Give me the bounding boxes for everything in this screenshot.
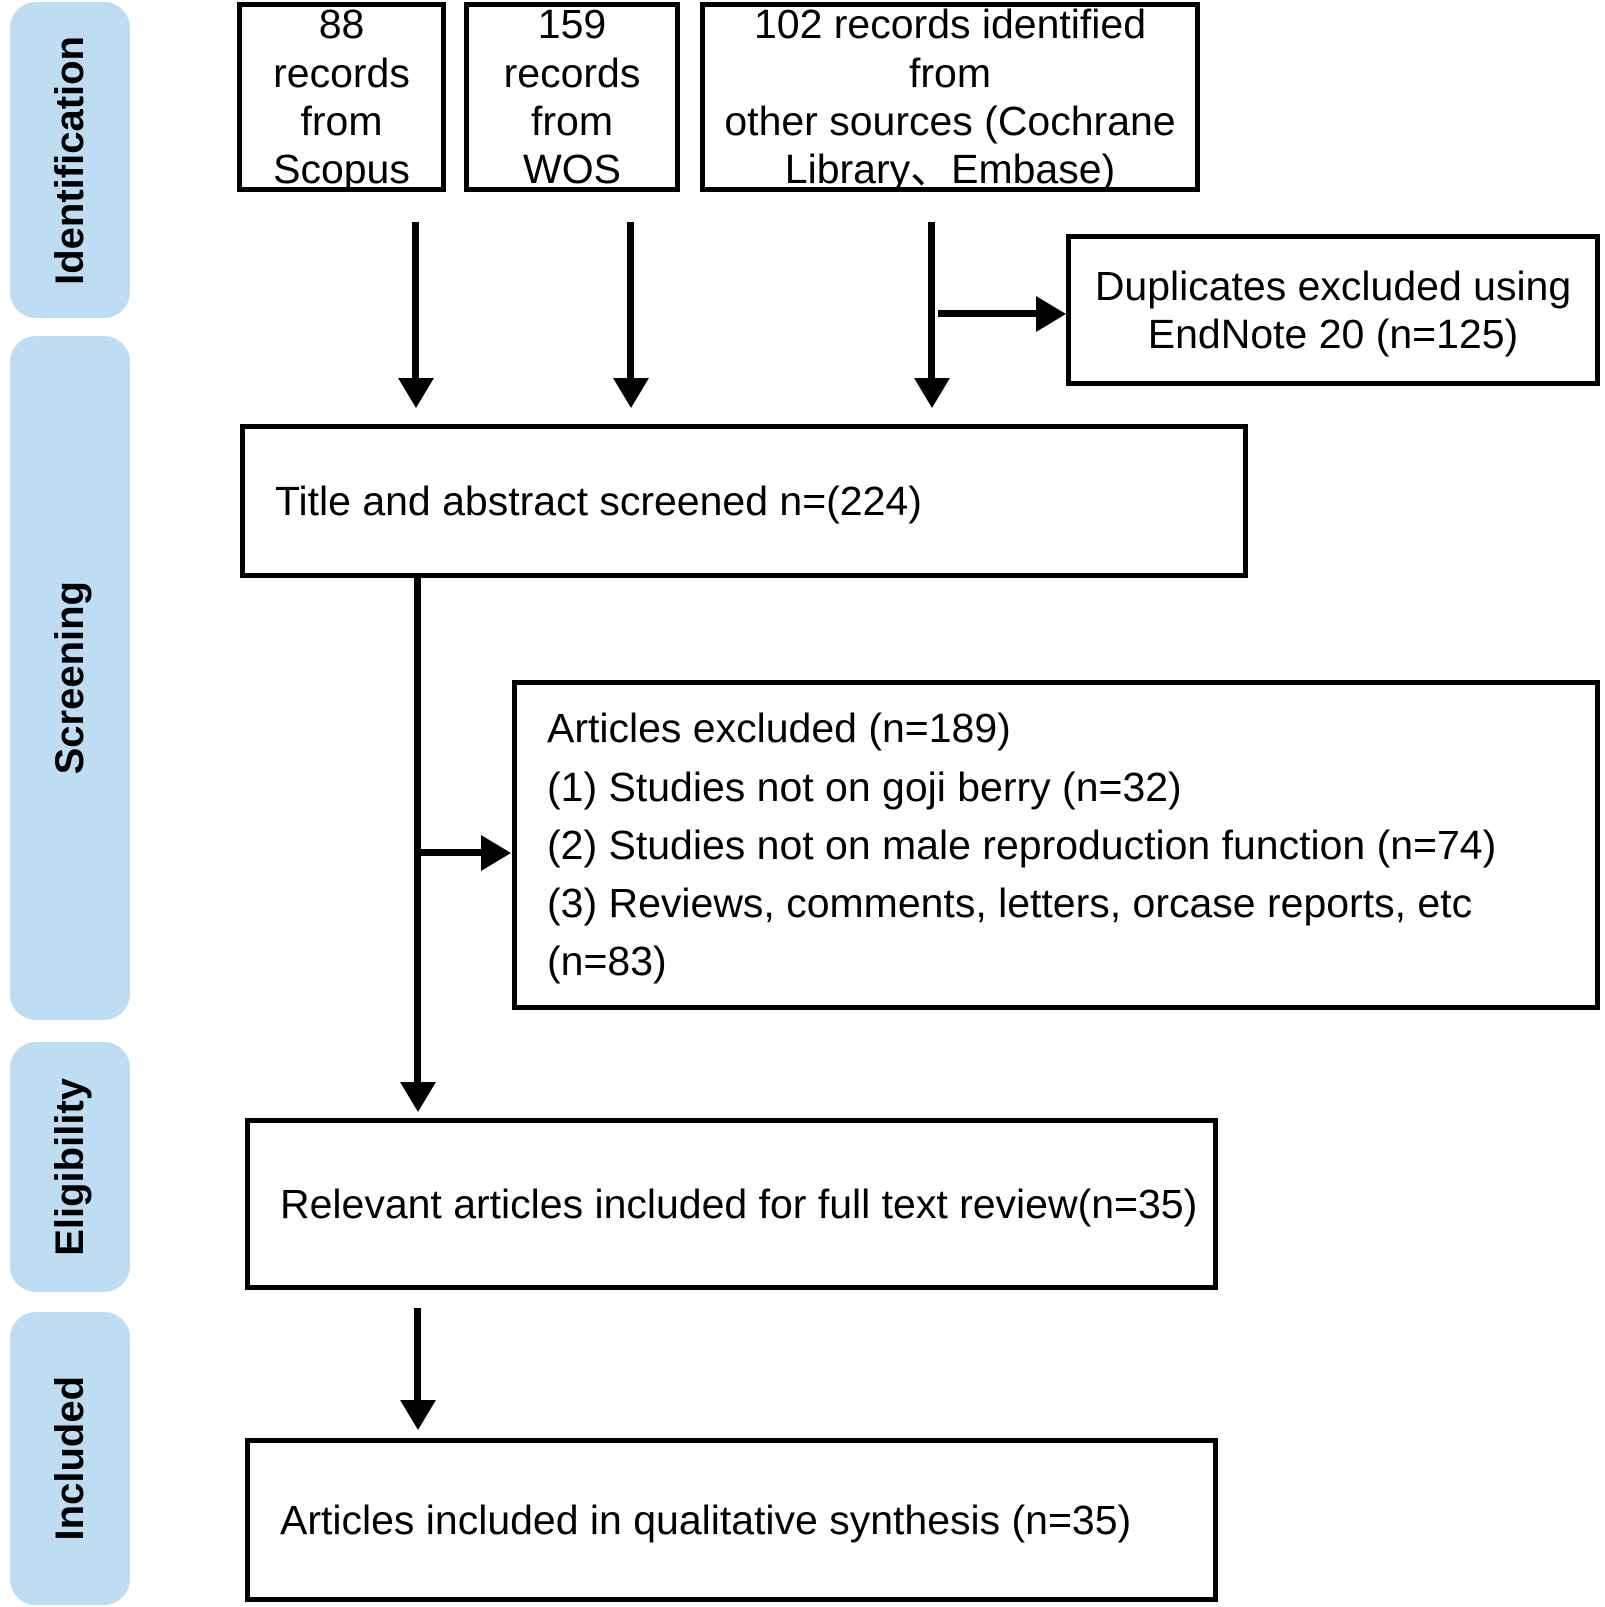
arrow-to-duplicates: [938, 310, 1038, 317]
arrow-wos-to-screened-head: [613, 378, 649, 408]
stage-label-identification: Identification: [48, 35, 92, 285]
box-full-text-review: Relevant articles included for full text…: [245, 1118, 1218, 1290]
arrow-fulltext-to-qualitative-head: [400, 1400, 436, 1430]
articles-excluded-reason-3: (3) Reviews, comments, letters, orcase r…: [547, 880, 1473, 985]
arrow-fulltext-to-qualitative: [414, 1308, 421, 1402]
connector-screened-to-fulltext-head: [400, 1082, 436, 1112]
box-records-wos: 159 records from WOS: [464, 1, 680, 193]
arrow-other-to-screened-head: [914, 378, 950, 408]
box-records-other-sources-text: 102 records identified from other source…: [724, 1, 1176, 193]
stage-label-eligibility: Eligibility: [48, 1078, 92, 1256]
box-articles-excluded: Articles excluded (n=189) (1) Studies not…: [512, 680, 1600, 1010]
arrow-scopus-to-screened: [412, 222, 419, 380]
box-duplicates-excluded-text: Duplicates excluded using EndNote 20 (n=…: [1094, 262, 1572, 357]
stage-bar-eligibility: Eligibility: [10, 1042, 130, 1292]
box-qualitative-synthesis: Articles included in qualitative synthes…: [245, 1438, 1218, 1602]
stage-bar-screening: Screening: [10, 336, 130, 1020]
box-title-abstract-screened-text: Title and abstract screened n=(224): [275, 477, 922, 524]
box-records-scopus-text: 88 records from Scopus: [273, 1, 410, 193]
articles-excluded-heading: Articles excluded (n=189): [547, 705, 1011, 752]
stage-bar-identification: Identification: [10, 2, 130, 318]
arrow-to-articles-excluded-head: [481, 835, 511, 871]
arrow-to-duplicates-head: [1036, 296, 1066, 332]
arrow-other-to-screened: [928, 222, 935, 380]
articles-excluded-reason-1: (1) Studies not on goji berry (n=32): [547, 763, 1182, 810]
arrow-scopus-to-screened-head: [398, 378, 434, 408]
arrow-wos-to-screened: [627, 222, 634, 380]
box-records-scopus: 88 records from Scopus: [237, 1, 446, 193]
arrow-to-articles-excluded: [421, 849, 483, 856]
box-full-text-review-text: Relevant articles included for full text…: [280, 1180, 1198, 1227]
connector-screened-to-fulltext: [414, 578, 421, 1084]
box-articles-excluded-text: Articles excluded (n=189) (1) Studies not…: [517, 699, 1595, 990]
articles-excluded-reason-2: (2) Studies not on male reproduction fun…: [547, 821, 1497, 868]
box-qualitative-synthesis-text: Articles included in qualitative synthes…: [280, 1496, 1132, 1543]
stage-label-included: Included: [48, 1376, 92, 1541]
stage-label-screening: Screening: [48, 581, 92, 775]
box-records-wos-text: 159 records from WOS: [503, 1, 641, 193]
box-duplicates-excluded: Duplicates excluded using EndNote 20 (n=…: [1066, 234, 1600, 386]
box-records-other-sources: 102 records identified from other source…: [700, 1, 1200, 193]
box-title-abstract-screened: Title and abstract screened n=(224): [240, 424, 1248, 578]
stage-bar-included: Included: [10, 1312, 130, 1605]
